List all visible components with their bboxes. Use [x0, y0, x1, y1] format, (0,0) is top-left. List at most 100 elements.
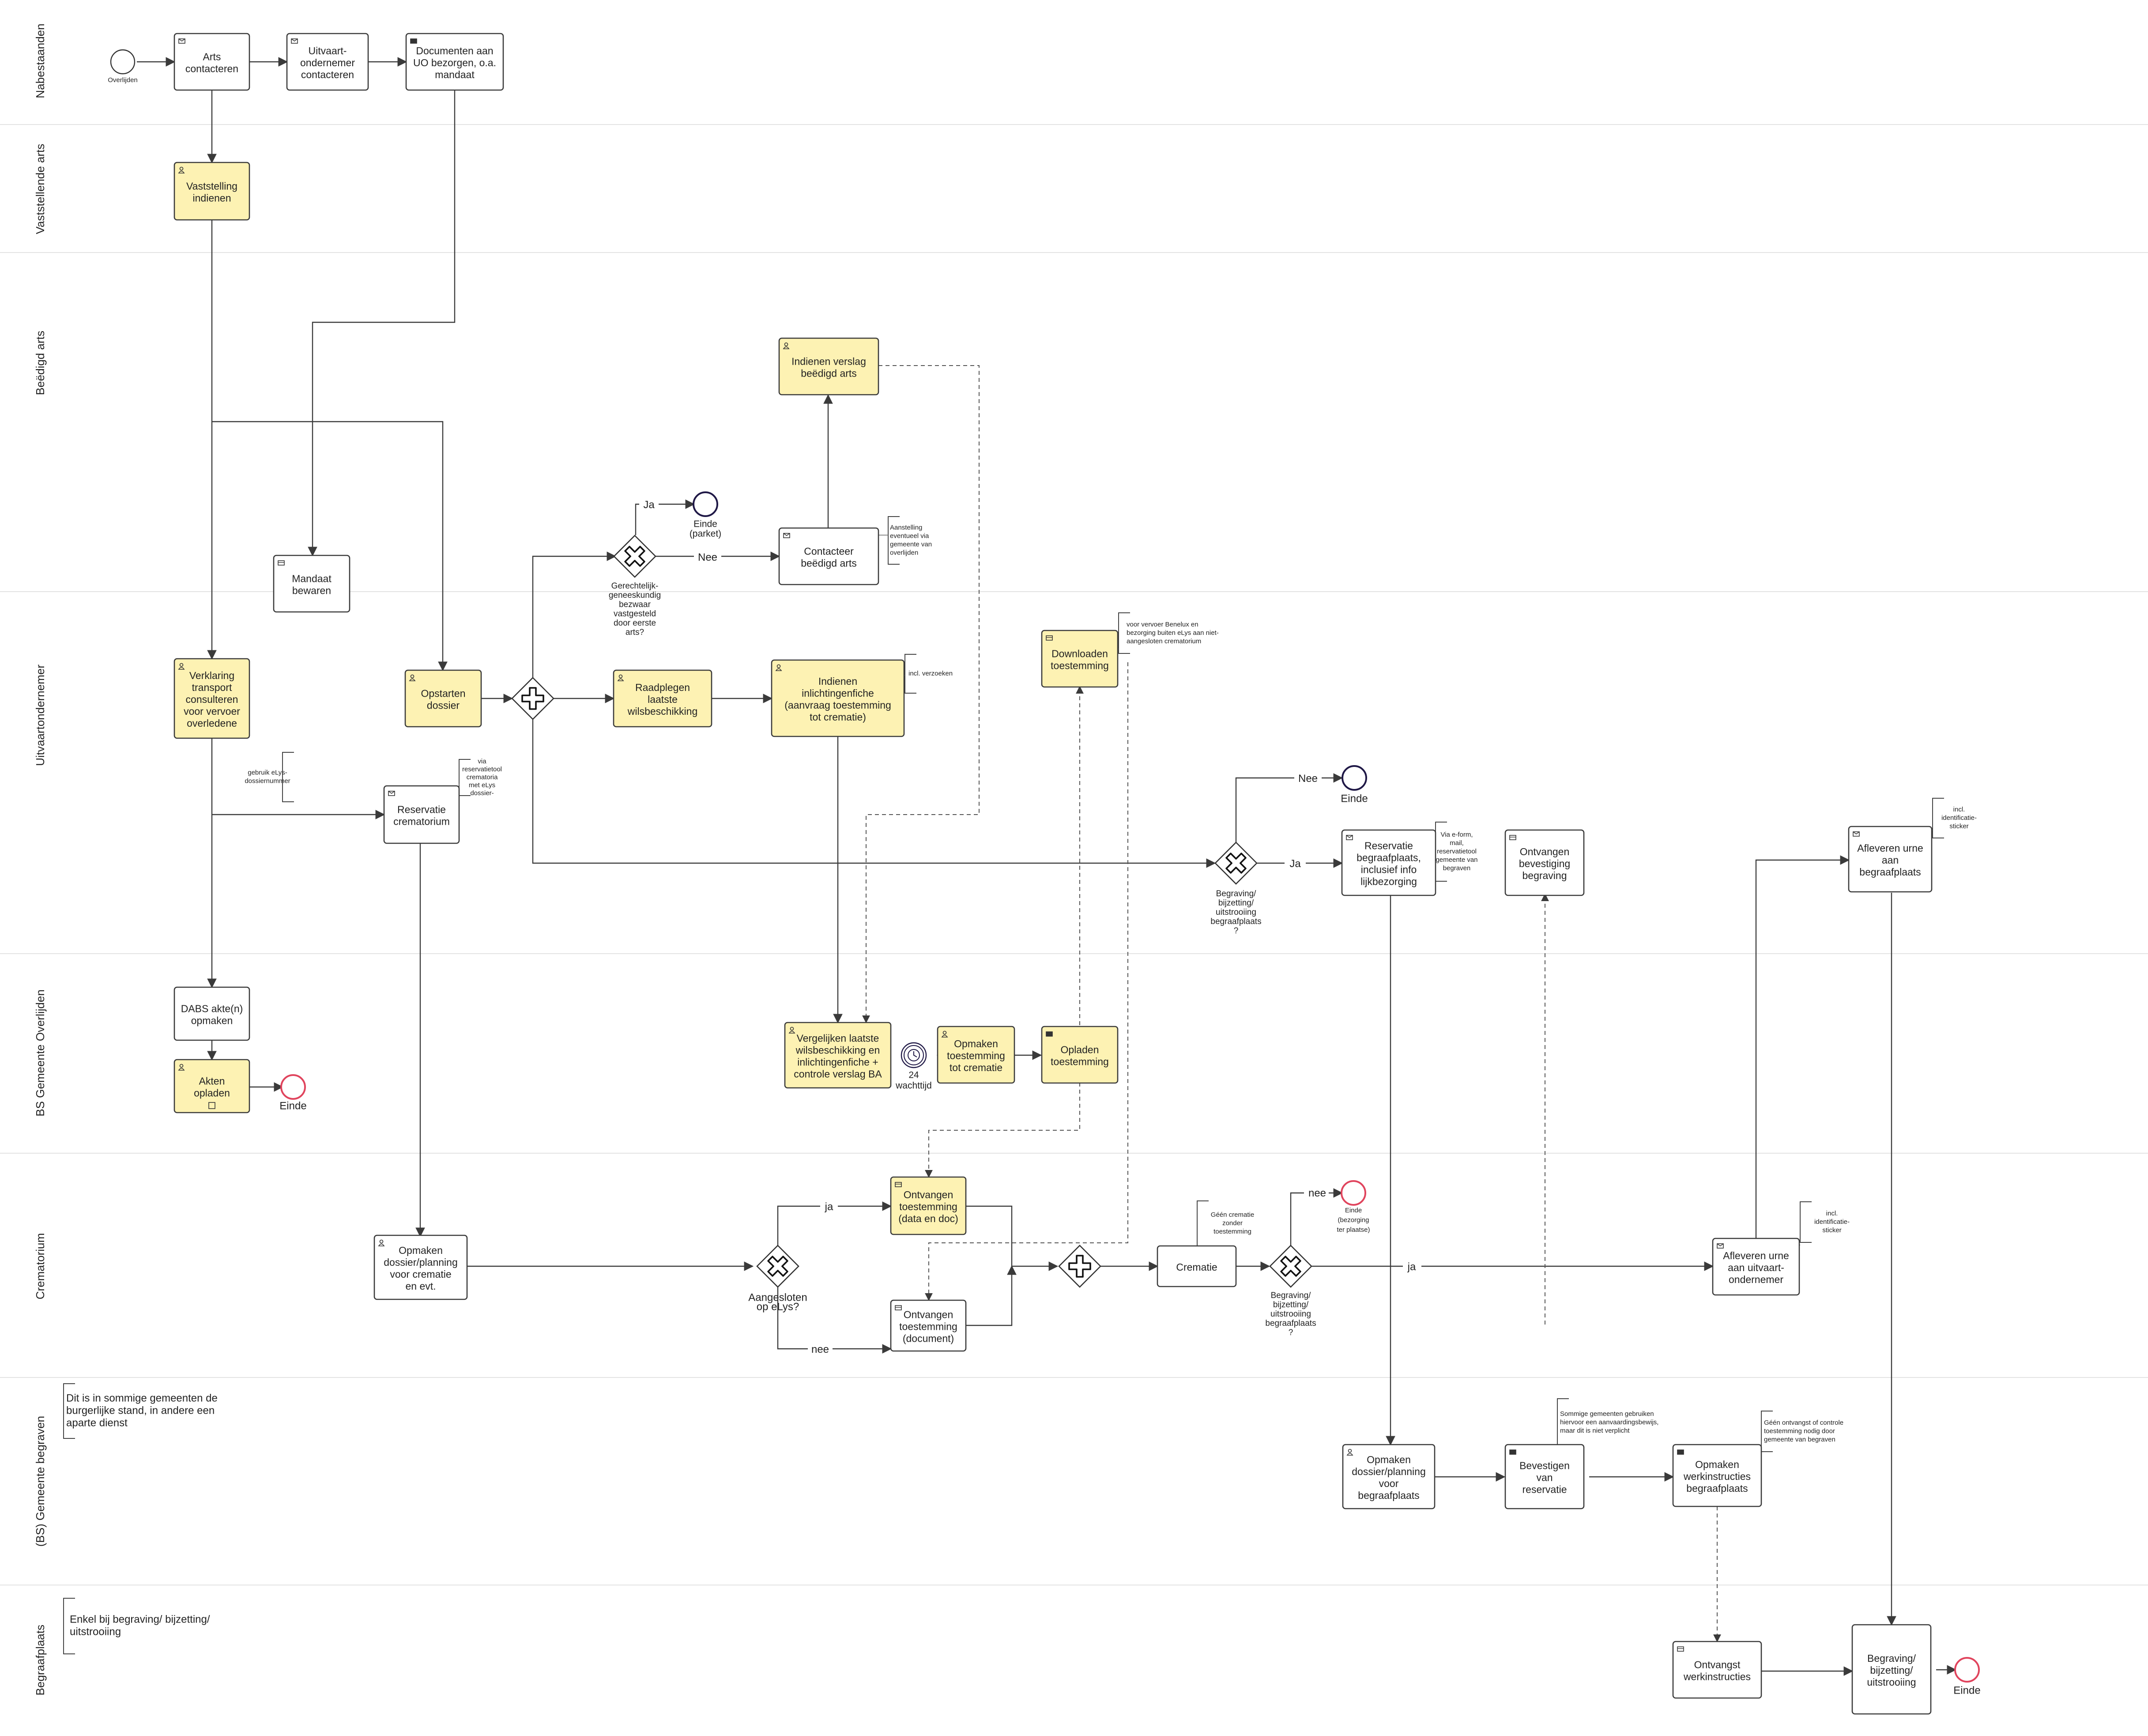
task-label-line: uitstrooiing — [1867, 1676, 1916, 1688]
end-event-einde-bp: Einde — [1953, 1657, 1981, 1696]
task-label-line: Documenten aan — [416, 45, 493, 57]
event-label: Overlijden — [108, 76, 138, 84]
task-box[interactable] — [1157, 1245, 1237, 1287]
annotation-line: identificatie- — [1941, 814, 1977, 822]
task-box[interactable] — [1041, 1026, 1119, 1084]
task-begraving[interactable]: Begraving/bijzetting/uitstrooiing — [1851, 1624, 1932, 1715]
annotation-line: sticker — [1822, 1227, 1841, 1234]
gateways: Gerechtelijk-geneeskundigbezwaarvastgest… — [511, 535, 1316, 1337]
send-task-icon — [783, 533, 790, 538]
task-box[interactable] — [404, 669, 482, 728]
task-label-line: Ontvangen — [904, 1189, 953, 1200]
annotation-line: zonder — [1222, 1219, 1243, 1227]
task-box[interactable] — [273, 555, 350, 613]
task-box[interactable] — [1041, 630, 1119, 688]
event-label: Einde — [1953, 1684, 1980, 1696]
task-box[interactable] — [173, 33, 250, 91]
annotation-sommige-bs: Dit is in sommige gemeenten deburgerlijk… — [63, 1383, 218, 1439]
task-box[interactable] — [778, 527, 879, 585]
task-label-line: Ontvangst — [1694, 1659, 1741, 1671]
task-crematie[interactable]: Crematie — [1157, 1245, 1237, 1287]
task-box[interactable] — [173, 986, 250, 1041]
gateway-label-line: Begraving/ — [1271, 1291, 1311, 1300]
task-label-line: opmaken — [191, 1015, 233, 1027]
task-box[interactable] — [173, 162, 250, 221]
user-task-icon — [941, 1030, 948, 1038]
task-label-line: dossier/planning — [384, 1257, 458, 1268]
task-box[interactable] — [373, 1234, 468, 1300]
annotation-line: gemeente van begraven — [1764, 1436, 1835, 1443]
annotation-line: bezorging buiten eLys aan niet- — [1127, 629, 1219, 637]
task-box[interactable] — [173, 658, 250, 739]
event-label-line: Einde — [693, 519, 717, 529]
task-box[interactable] — [1504, 829, 1585, 896]
task-box[interactable] — [1848, 826, 1933, 893]
task-box[interactable] — [890, 1299, 967, 1352]
task-box[interactable] — [1712, 1238, 1800, 1296]
lane-labels: Nabestaanden Vaststellende arts Beëdigd … — [34, 23, 47, 1695]
task-label-line: Raadplegen — [635, 682, 690, 693]
annotation-gebruik-elys: gebruik eLys-dossiernummer — [245, 752, 294, 802]
message-task-icon — [1677, 1646, 1684, 1652]
task-box[interactable] — [784, 1022, 892, 1089]
task-box[interactable] — [1672, 1641, 1762, 1699]
clock-icon — [908, 1049, 920, 1061]
task-box[interactable] — [613, 669, 712, 728]
task-box[interactable] — [771, 659, 905, 737]
task-box[interactable] — [1341, 829, 1436, 896]
annotation-line: toestemming — [1213, 1228, 1251, 1235]
task-box[interactable] — [383, 785, 460, 844]
start-event-circle — [110, 49, 136, 75]
task-label-line: Opmaken — [954, 1038, 998, 1049]
task-dabs[interactable]: DABS akte(n)opmaken — [173, 986, 250, 1041]
task-box[interactable] — [937, 1026, 1015, 1084]
flow-label-ja-crem: ja — [1407, 1261, 1416, 1273]
task-box[interactable] — [1851, 1624, 1932, 1715]
task-box[interactable] — [1504, 1444, 1585, 1510]
task-label-line: controle verslag BA — [794, 1068, 882, 1080]
lane-label-uitvaartondernemer: Uitvaartondernemer — [34, 664, 47, 766]
task-label-line: transport — [192, 682, 232, 693]
gateway-label-line: uitstrooiing — [1216, 908, 1256, 917]
task-box[interactable] — [1342, 1444, 1436, 1510]
task-box[interactable] — [286, 33, 369, 91]
task-box[interactable] — [173, 1059, 250, 1113]
annotation-line: overlijden — [890, 549, 918, 556]
task-label-line: Uitvaart- — [309, 45, 347, 57]
task-box[interactable] — [1672, 1444, 1762, 1507]
task-label-line: voor vervoer — [184, 706, 240, 717]
task-box[interactable] — [778, 337, 879, 396]
task-box[interactable] — [405, 33, 504, 91]
task-label-line: Ontvangen — [904, 1309, 953, 1321]
task-box[interactable] — [890, 1176, 967, 1235]
